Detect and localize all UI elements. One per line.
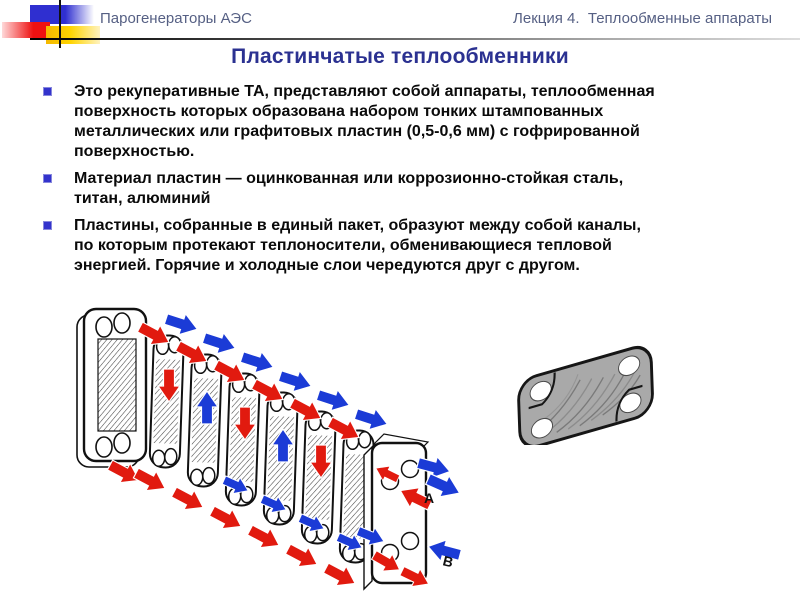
bullet-text: Пластины, собранные в единый пакет, обра… <box>74 216 770 276</box>
bullet-line: энергией. Горячие и холодные слои череду… <box>74 257 580 274</box>
left-end-plate <box>76 307 148 468</box>
bullet-marker <box>43 221 52 230</box>
corrugated-plate-1 <box>148 334 185 469</box>
logo-blue-block <box>30 5 94 24</box>
right-end-plate <box>363 433 430 591</box>
bullet-line: по которым протекают теплоносители, обме… <box>74 237 612 254</box>
bullet-line: поверхность которых образована набором т… <box>74 103 604 120</box>
single-plate-image <box>517 345 654 445</box>
bullet-line: Материал пластин — оцинкованная или корр… <box>74 170 624 187</box>
bullet-line: Пластины, собранные в единый пакет, обра… <box>74 217 641 234</box>
logo-vertical-line <box>59 0 61 48</box>
exploded-view-diagram: A B <box>76 307 462 594</box>
bullet-item-1: Это рекуперативные ТА, представляют собо… <box>40 82 770 162</box>
bullet-item-3: Пластины, собранные в единый пакет, обра… <box>40 216 770 276</box>
header-course-title: Парогенераторы АЭС <box>100 10 252 27</box>
bullet-marker <box>43 174 52 183</box>
flow-label-a: A <box>424 490 434 506</box>
bullet-line: титан, алюминий <box>74 190 211 207</box>
logo-red-block <box>2 22 50 38</box>
flow-label-b: B <box>441 552 455 570</box>
bullet-text: Это рекуперативные ТА, представляют собо… <box>74 82 770 162</box>
bullet-line: поверхностью. <box>74 143 195 160</box>
bullet-text: Материал пластин — оцинкованная или корр… <box>74 169 770 209</box>
bullet-line: Это рекуперативные ТА, представляют собо… <box>74 83 655 100</box>
page-title: Пластинчатые теплообменники <box>231 45 569 68</box>
header-lecture-title: Лекция 4. Теплообменные аппараты <box>513 10 772 27</box>
bullet-marker <box>43 87 52 96</box>
header-divider-line <box>30 38 800 40</box>
bullet-list: Это рекуперативные ТА, представляют собо… <box>40 82 770 283</box>
logo-yellow-block <box>46 26 100 44</box>
inlet-outlet-arrows-right: A B <box>353 451 462 594</box>
bullet-item-2: Материал пластин — оцинкованная или корр… <box>40 169 770 209</box>
bullet-line: металлических или графитовых пластин (0,… <box>74 123 640 140</box>
